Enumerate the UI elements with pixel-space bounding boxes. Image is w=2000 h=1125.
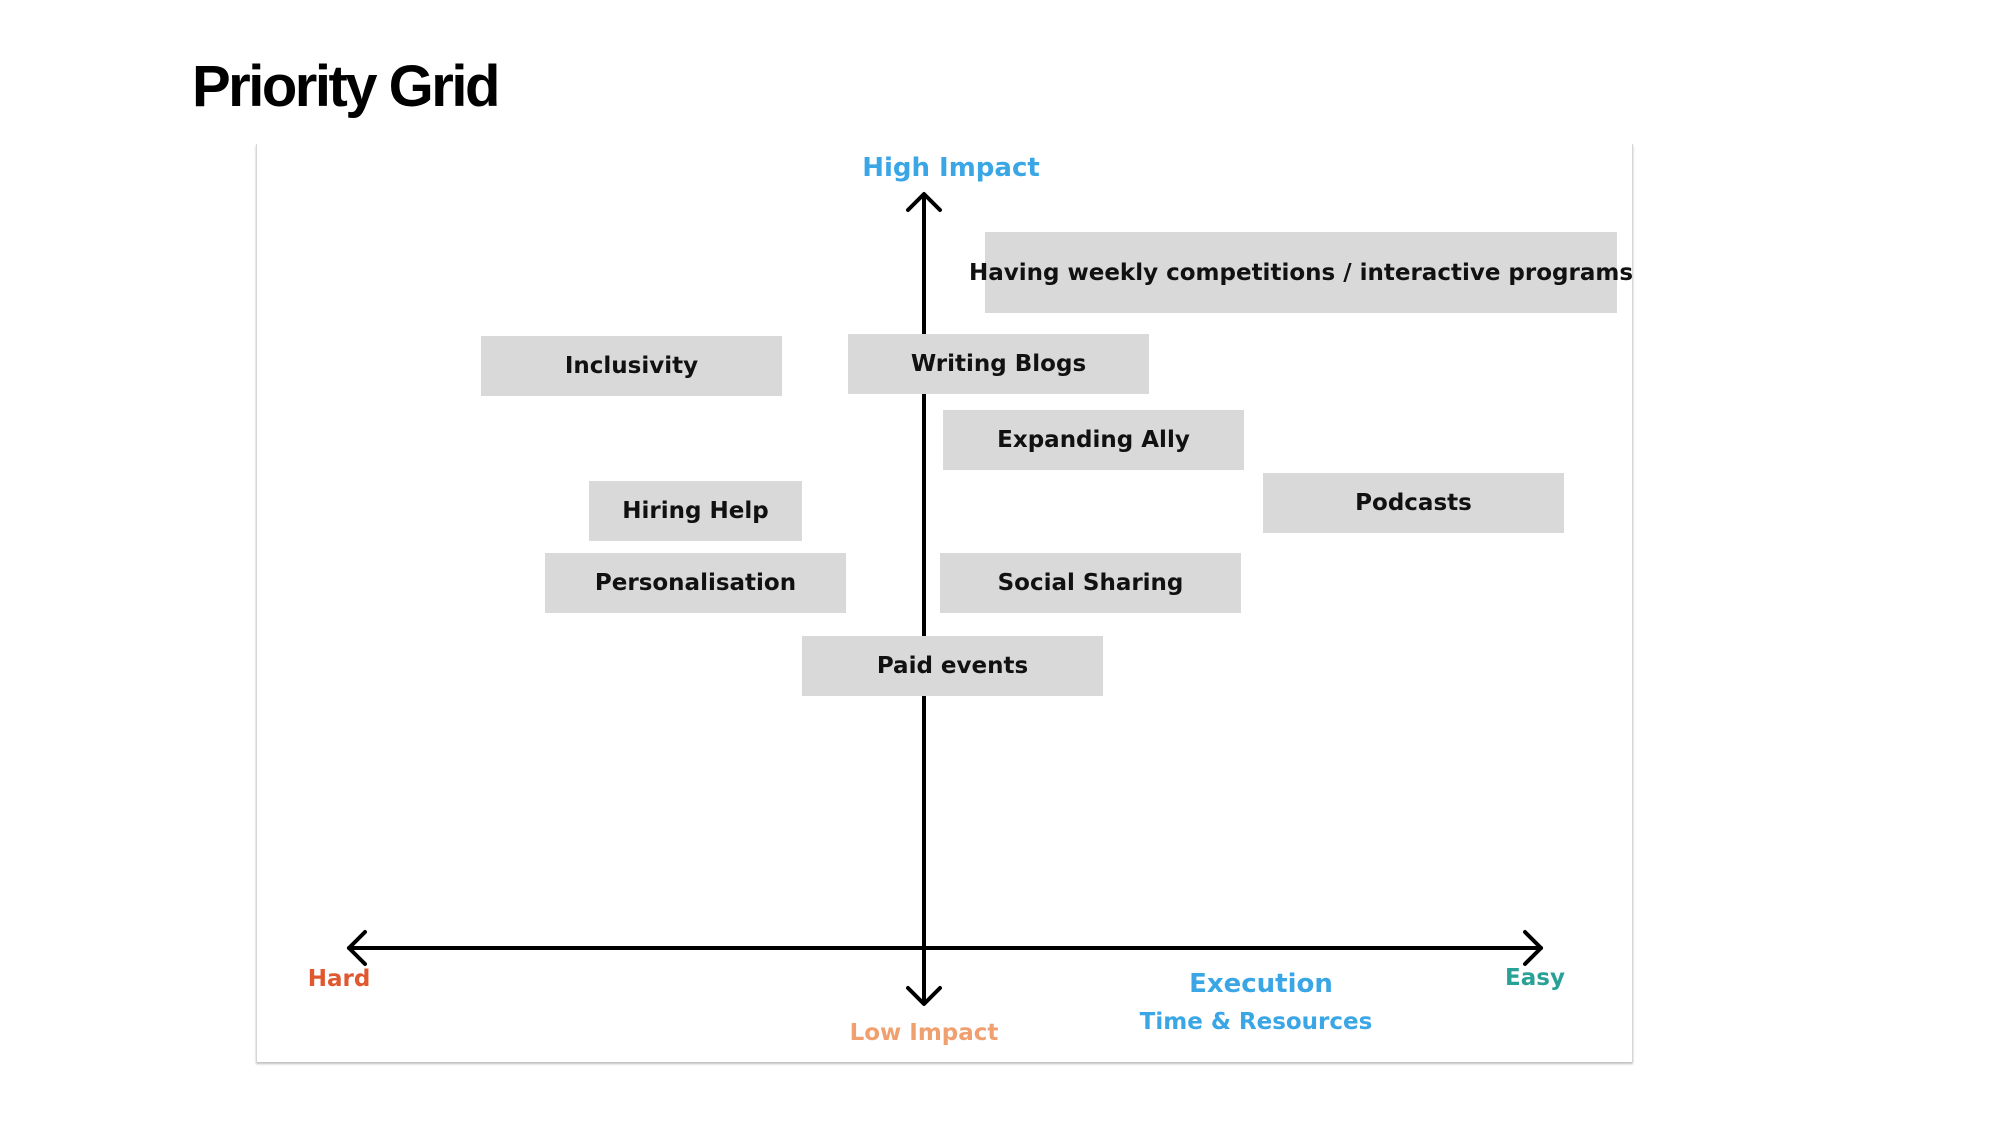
item-inclusivity: Inclusivity — [481, 336, 782, 396]
easy-label: Easy — [1505, 965, 1565, 991]
high-impact-label: High Impact — [862, 153, 1040, 183]
high-impact-arrow-icon — [906, 192, 942, 212]
easy-arrow-icon — [1523, 930, 1543, 966]
item-personalisation: Personalisation — [545, 553, 846, 613]
item-paid-events: Paid events — [802, 636, 1103, 696]
item-writing-blogs: Writing Blogs — [848, 334, 1149, 394]
execution-label: Execution — [1189, 969, 1333, 999]
item-weekly-competitions: Having weekly competitions / interactive… — [969, 232, 1633, 313]
axes — [347, 192, 1543, 1006]
item-social-sharing: Social Sharing — [940, 553, 1241, 613]
item-hiring-help: Hiring Help — [589, 481, 802, 541]
hard-label: Hard — [307, 966, 371, 992]
low-impact-label: Low Impact — [849, 1020, 999, 1046]
item-podcasts: Podcasts — [1263, 473, 1564, 533]
page-title: Priority Grid — [192, 54, 500, 119]
low-impact-arrow-icon — [906, 986, 942, 1006]
time-resources-label: Time & Resources — [1139, 1009, 1373, 1035]
item-expanding-ally: Expanding Ally — [943, 410, 1244, 470]
hard-arrow-icon — [347, 930, 367, 966]
priority-grid-panel: High Impact Low Impact Hard Easy Executi… — [256, 144, 1633, 1062]
